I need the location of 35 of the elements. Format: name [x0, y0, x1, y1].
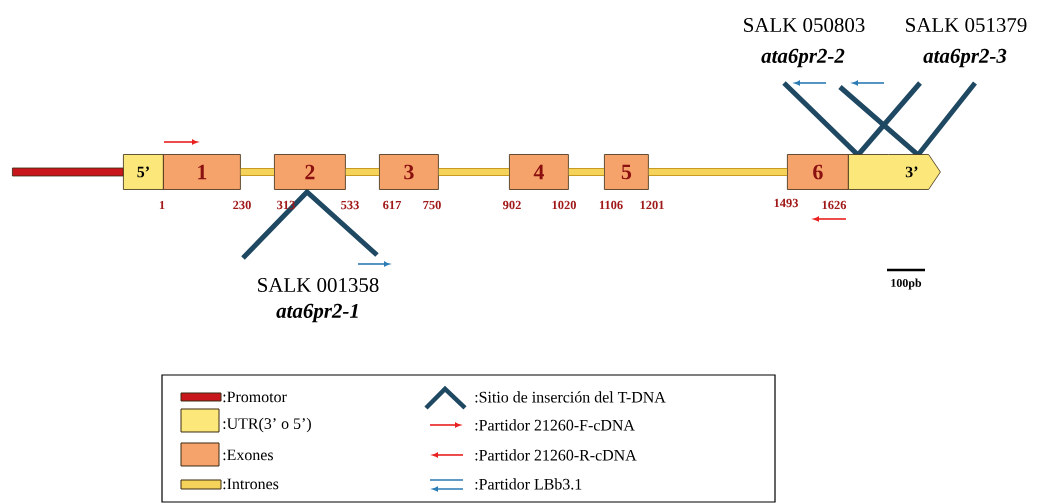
position-number: 1 [159, 200, 165, 210]
exon-box: 1 [163, 154, 241, 190]
position-number: 1020 [552, 200, 576, 210]
legend-label: :Partidor LBb3.1 [475, 478, 582, 490]
position-number: 1201 [640, 200, 664, 210]
exon-box: 3 [379, 154, 439, 190]
legend-label: :Partidor 21260-R-cDNA [475, 449, 637, 461]
allele-name: ata6pr2-1 [276, 303, 358, 323]
exon-box: 6 [787, 154, 849, 190]
exon-box: 2 [274, 154, 346, 190]
promoter-bar [12, 167, 124, 177]
intron-band [568, 168, 604, 176]
exon-box: 5 [604, 154, 649, 190]
line-name: SALK 051379 [906, 17, 1027, 33]
scale-label: 100pb [891, 278, 922, 290]
position-number: 230 [233, 200, 251, 210]
position-number: 1493 [774, 198, 799, 208]
position-number: 902 [503, 200, 521, 210]
legend-label: :Exones [223, 449, 273, 461]
exon-box: 4 [509, 154, 569, 190]
allele-name: ata6pr2-3 [923, 48, 1007, 68]
line-name: SALK 001358 [258, 277, 379, 293]
utr-box: 5’ [123, 154, 164, 190]
position-number: 1626 [822, 200, 847, 210]
legend-label: :Promotor [223, 391, 287, 403]
intron-band [648, 168, 787, 176]
legend-label: :Sitio de inserción del T-DNA [475, 391, 666, 403]
utr-box: 3’ [848, 154, 941, 190]
position-number: 1106 [599, 200, 623, 210]
line-name: SALK 050803 [744, 17, 865, 33]
position-number: 533 [341, 200, 359, 210]
allele-name: ata6pr2-2 [761, 48, 845, 68]
legend-label: :Partidor 21260-F-cDNA [475, 419, 635, 431]
legend-label: :Intrones [223, 478, 279, 490]
legend-label: :UTR(3’ o 5’) [223, 417, 311, 433]
